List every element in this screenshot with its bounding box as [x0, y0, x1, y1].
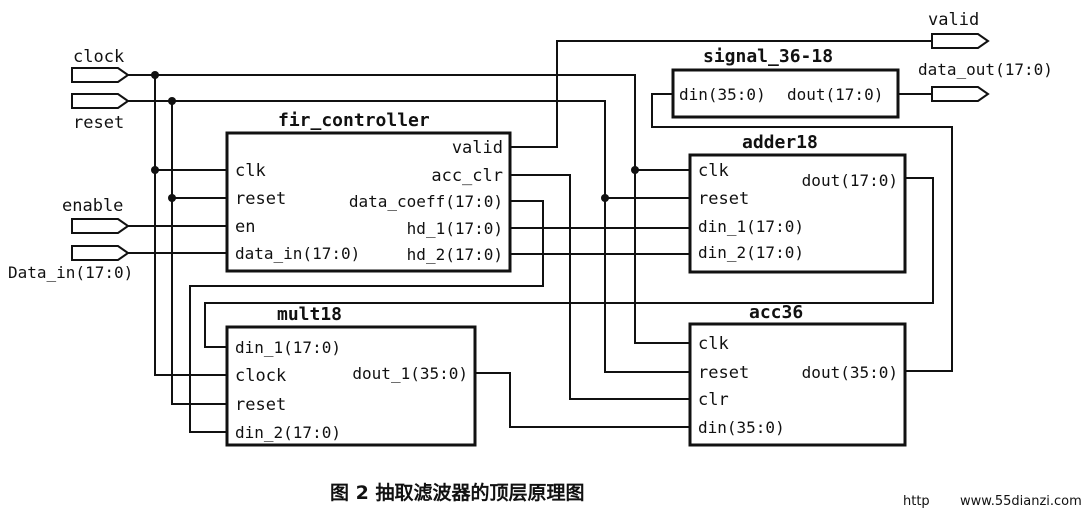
- junction-dot: [168, 194, 176, 202]
- fir-controller-block: [225, 131, 512, 273]
- junction-dots: [151, 71, 639, 202]
- enable-label: enable: [62, 196, 123, 216]
- adder-din1-label: din_1(17:0): [698, 217, 804, 236]
- mult-dout1-label: dout_1(35:0): [352, 364, 468, 383]
- output-ports: [931, 33, 990, 102]
- data-out-label: data_out(17:0): [918, 60, 1053, 79]
- signal-block: [671, 68, 900, 119]
- fir-clk-label: clk: [235, 161, 266, 181]
- acc-dout-label: dout(35:0): [802, 363, 898, 382]
- mult-reset-label: reset: [235, 395, 286, 415]
- mult-title: mult18: [277, 304, 342, 325]
- acc-clk-label: clk: [698, 334, 729, 354]
- junction-dot: [631, 166, 639, 174]
- valid-port-icon: [931, 33, 990, 49]
- fir-reset-label: reset: [235, 189, 286, 209]
- junction-dot: [601, 194, 609, 202]
- acc-clr-label: clr: [698, 390, 729, 410]
- figure-caption: 图 2 抽取滤波器的顶层原理图: [330, 481, 584, 504]
- adder-dout-wire: [204, 177, 934, 348]
- input-ports: [71, 67, 130, 261]
- reset-label: reset: [73, 113, 124, 133]
- clock-port-icon: [71, 67, 130, 83]
- adder-din2-label: din_2(17:0): [698, 243, 804, 262]
- signal-din-label: din(35:0): [679, 85, 766, 104]
- adder-reset-label: reset: [698, 189, 749, 209]
- clock-label: clock: [73, 47, 124, 67]
- signal-dout-label: dout(17:0): [787, 85, 883, 104]
- fir-title: fir_controller: [278, 110, 430, 131]
- valid-out-label: valid: [928, 10, 979, 30]
- acc-reset-label: reset: [698, 363, 749, 383]
- acc-dout-wire: [651, 93, 953, 372]
- mult18-block: [225, 325, 477, 447]
- acc-din-label: din(35:0): [698, 418, 785, 437]
- reset-port-icon: [71, 93, 130, 109]
- mult-clock-label: clock: [235, 366, 286, 386]
- data-in-port-icon: [71, 245, 130, 261]
- junction-dot: [151, 71, 159, 79]
- fir-data-coeff-label: data_coeff(17:0): [349, 192, 503, 211]
- adder-clk-label: clk: [698, 161, 729, 181]
- data-out-port-icon: [931, 86, 990, 102]
- mult-dout-wire: [475, 372, 690, 428]
- fir-valid-label: valid: [452, 138, 503, 158]
- adder-dout-label: dout(17:0): [802, 171, 898, 190]
- fir-hd1-label: hd_1(17:0): [407, 219, 503, 238]
- clock-branch-mult: [154, 75, 227, 376]
- mult-din2-label: din_2(17:0): [235, 423, 341, 442]
- junction-dot: [168, 97, 176, 105]
- adder-title: adder18: [742, 132, 818, 153]
- acc-title: acc36: [749, 302, 803, 323]
- valid-wire: [510, 40, 932, 148]
- mult-din1-label: din_1(17:0): [235, 338, 341, 357]
- signal-title: signal_36-18: [703, 46, 833, 67]
- adder18-block: [688, 153, 907, 274]
- acc-clr-wire: [510, 174, 690, 400]
- enable-port-icon: [71, 218, 130, 234]
- watermark-prefix: http: [903, 494, 930, 509]
- junction-dot: [151, 166, 159, 174]
- clock-wire: [128, 74, 690, 344]
- watermark: www.55dianzi.com: [960, 494, 1081, 509]
- acc36-block: [688, 322, 907, 447]
- reset-wire: [128, 100, 690, 373]
- data-coeff-wire: [189, 200, 544, 433]
- fir-acc-clr-label: acc_clr: [431, 166, 503, 186]
- fir-en-label: en: [235, 217, 255, 237]
- data-in-label: Data_in(17:0): [8, 263, 133, 282]
- fir-data-in-label: data_in(17:0): [235, 244, 360, 263]
- fir-hd2-label: hd_2(17:0): [407, 245, 503, 264]
